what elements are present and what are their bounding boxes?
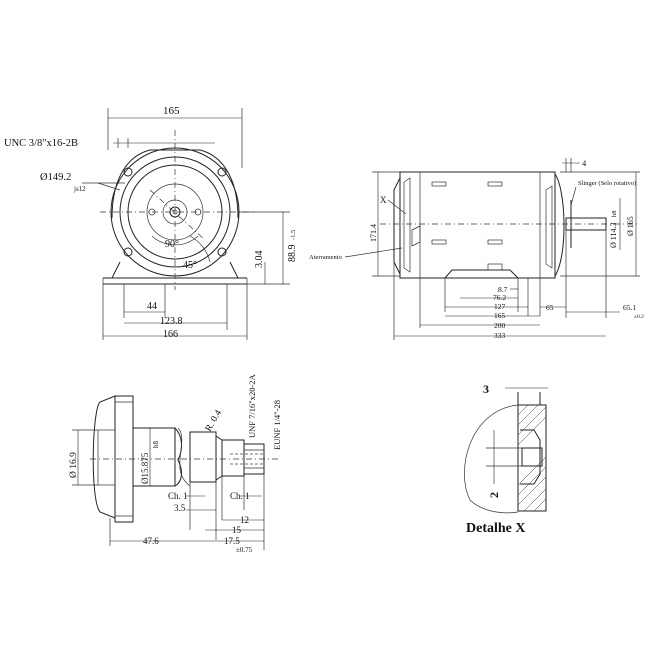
dim-123-8: 123.8 [160,316,183,327]
dim-165-len: 165 [494,311,506,320]
side-view: X 4 Slinger (Selo rotativo) Aterramento … [309,158,644,340]
detail-dim-3: 3 [483,382,489,396]
dim-15: 15 [232,525,242,535]
front-view: 165 UNC 3/8"x16-2B Ø149.2 js12 90° [4,105,298,340]
chamfer-1-b: Ch. 1 [230,491,250,501]
dim-3-04: 3.04 [254,251,265,269]
chamfer-1-a: Ch. 1 [168,491,188,501]
tol-17-5: ±0.75 [236,546,253,554]
dim-47-6: 47.6 [143,536,159,546]
detail-x-caption: Detalhe X [466,521,526,536]
dim-114-3: Ø 114.3 [609,223,618,248]
eunf-label: EUNF 1/4"-28 [272,400,282,450]
fit-h8-side: h8 [611,211,618,218]
dim-8-7: 8.7 [498,285,508,294]
dim-65-1: 65.1 [623,303,636,312]
dim-12: 12 [240,515,249,525]
dim-333: 333 [494,331,506,340]
detail-x-tag: X [380,195,387,205]
slinger-label: Slinger (Selo rotativo) [578,180,636,187]
dim-200: 200 [494,321,506,330]
dim-171-4: 171.4 [369,224,378,242]
dim-88-9: 88.9 [287,245,298,263]
angle-45: 45° [183,260,197,271]
unf-label: UNF 7/16"x20-2A [247,373,257,438]
dim-76-2: 76.2 [493,293,506,302]
pilot-diameter: Ø149.2 [40,172,71,183]
radius-label: R. 0.4 [204,408,224,433]
tol-65-1: ±0.2 [634,314,644,320]
dim-3-5: 3.5 [174,503,186,513]
angle-90: 90° [165,239,179,250]
dim-4: 4 [582,158,587,168]
dim-127: 127 [494,302,506,311]
dim-width-165: 165 [163,105,180,117]
ground-label: Aterramento [309,254,342,261]
pilot-fit: js12 [73,185,86,193]
dim-65: 65 [546,303,554,312]
dim-165-dia: Ø 165 [626,216,635,236]
dia-15-875: Ø15.875 [140,452,150,484]
thread-label: UNC 3/8"x16-2B [4,138,78,149]
dim-44: 44 [147,301,157,312]
detail-dim-2: 2 [487,492,501,498]
shaft-view: Ø 16.9 Ø15.875 h8 R. 0.4 UNF 7/16"x20-2A… [69,373,282,554]
dia-16-9: Ø 16.9 [69,452,79,478]
detail-x: 3 2 Detalhe X [464,382,548,536]
dim-166: 166 [163,329,178,340]
fit-h8-shaft: h8 [152,441,160,449]
dim-17-5: 17.5 [224,536,240,546]
tol-88-9: -1.5 [290,230,297,240]
